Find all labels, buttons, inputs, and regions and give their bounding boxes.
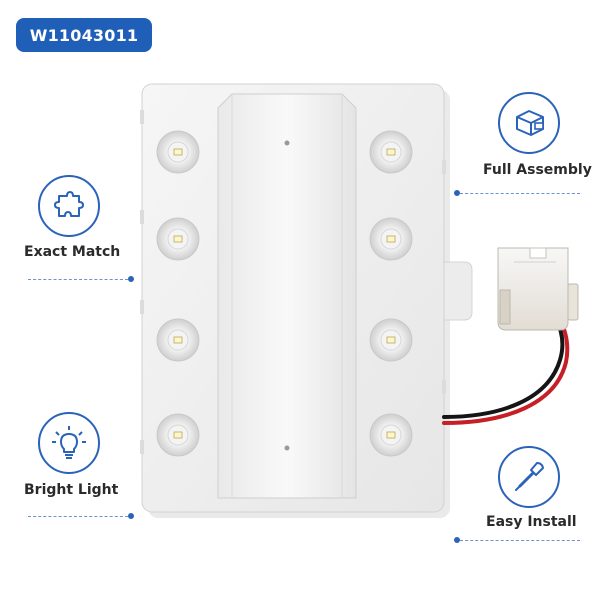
easy-install-dot (454, 537, 460, 543)
led-light (156, 413, 200, 457)
bright-light-leader (28, 516, 128, 517)
easy-install-leader (460, 540, 580, 541)
led-light (156, 318, 200, 362)
full-assembly-dot (454, 190, 460, 196)
full-assembly-icon-badge (498, 92, 560, 154)
light-bulb-icon (52, 426, 86, 459)
easy-install-label: Easy Install (486, 514, 577, 530)
led-light (369, 318, 413, 362)
box-assembly-icon (516, 110, 544, 136)
full-assembly-label: Full Assembly (483, 162, 592, 178)
exact-match-dot (128, 276, 134, 282)
screwdriver-icon (515, 462, 544, 491)
led-light (369, 130, 413, 174)
exact-match-label: Exact Match (24, 244, 121, 260)
led-light (369, 217, 413, 261)
center-ridge (217, 93, 357, 499)
part-number-badge: W11043011 (16, 18, 152, 52)
led-light (156, 217, 200, 261)
led-light (156, 130, 200, 174)
exact-match-leader (28, 279, 128, 280)
part-number-text: W11043011 (29, 25, 139, 45)
led-array (156, 130, 413, 457)
bright-light-label: Bright Light (24, 482, 119, 498)
puzzle-piece-icon (54, 191, 84, 217)
exact-match-icon-badge (38, 175, 100, 237)
easy-install-icon-badge (498, 446, 560, 508)
wire-connector (497, 247, 579, 331)
full-assembly-leader (460, 193, 580, 194)
bright-light-icon-badge (38, 412, 100, 474)
bright-light-dot (128, 513, 134, 519)
led-light (369, 413, 413, 457)
